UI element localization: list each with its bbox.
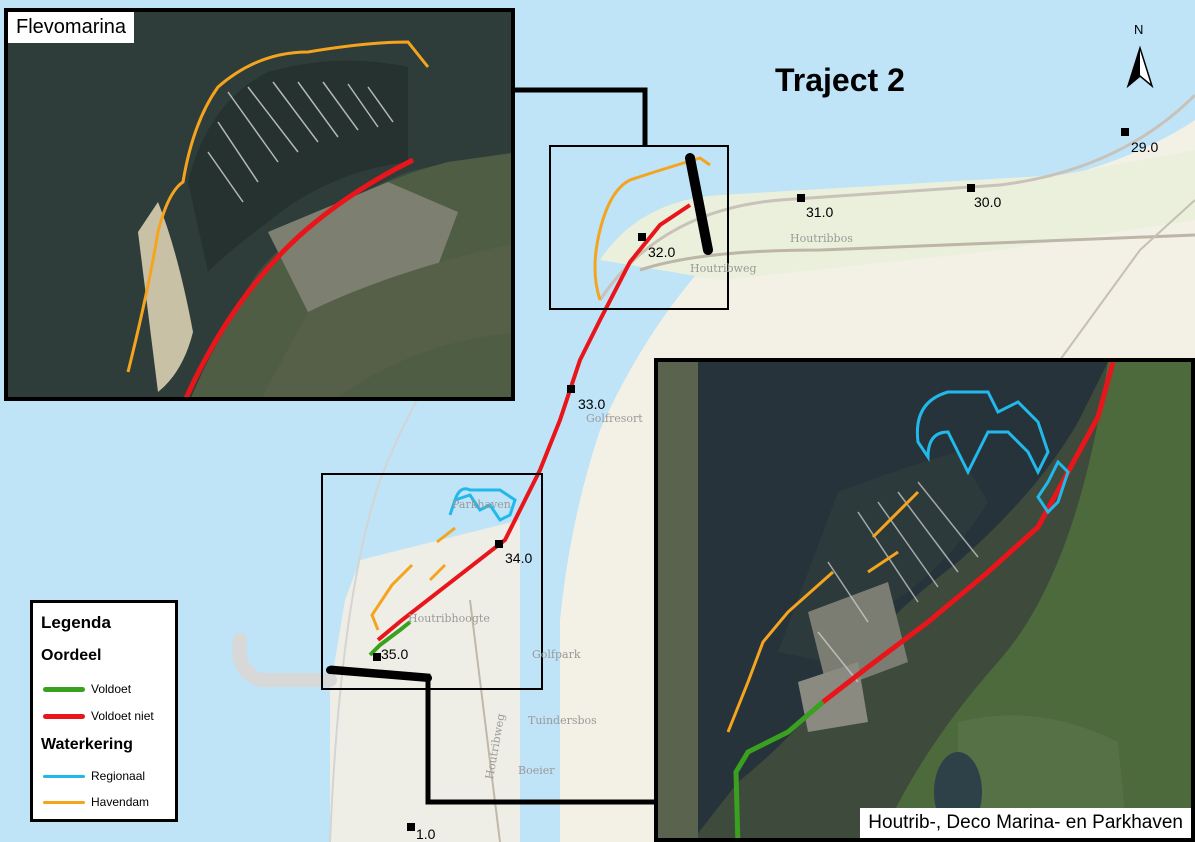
inset-flevomarina-image [8,12,511,397]
frame-flevomarina [549,145,729,310]
km-marker-32 [638,233,646,241]
place-houtribweg: Houtribweg [690,262,757,275]
north-label: N [1134,22,1144,37]
place-boeier: Boeier [518,764,555,777]
km-marker-33 [567,385,575,393]
place-golfpark: Golfpark [532,648,581,661]
legend-section-oordeel: Oordeel [41,647,102,664]
km-marker-34 [495,540,503,548]
frame-parkhaven [321,473,543,690]
flevomarina-dike [183,157,415,397]
parkhaven-dike-pass [733,700,825,838]
parkhaven-havendam-1 [726,570,834,733]
dike-voldoet [368,620,412,657]
parkhaven-regional-2 [1036,459,1070,515]
pier-west [232,633,337,687]
km-label-33: 33.0 [578,396,606,412]
legend-label-havendam: Havendam [91,795,150,809]
legend-label-regionaal: Regionaal [91,769,146,783]
parkhaven-havendam-2 [871,490,920,539]
km-marker-1 [407,823,415,831]
land-houtribbos [600,150,1195,280]
legend-title: Legenda [41,613,111,632]
road-dike [598,93,1195,301]
flevomarina-havendam [126,40,430,373]
havendam-south [370,563,414,631]
legend-label-voldoet: Voldoet [91,682,132,696]
km-label-35: 35.0 [381,646,409,662]
km-marker-35 [373,653,381,661]
parkhaven-havendam-3 [867,550,899,574]
km-marker-30 [967,184,975,192]
place-houtribbos: Houtribbos [790,232,853,245]
km-label-32: 32.0 [648,244,676,260]
inset-parkhaven-title: Houtrib-, Deco Marina- en Parkhaven [860,808,1191,838]
havendam-mid [436,526,456,544]
km-label-34: 34.0 [505,550,533,566]
km-label-31: 31.0 [806,204,834,220]
legend-section-waterkering: Waterkering [41,736,133,753]
km-label-30: 30.0 [974,194,1002,210]
legend: Legenda Oordeel Voldoet Voldoet niet Wat… [30,600,178,822]
boat-piers [207,81,394,203]
map-title: Traject 2 [775,62,905,98]
north-arrow-icon [1126,45,1154,89]
inset-flevomarina: Flevomarina [4,8,515,401]
legend-swatch-voldoet-niet [43,714,85,719]
havendam-mid2 [428,563,447,582]
legend-swatch-regionaal [43,775,85,778]
regional-parkhaven [448,487,517,522]
section-bar [685,153,713,255]
km-marker-29 [1121,128,1129,136]
section-bar-bottom [326,666,432,682]
road-east [1059,199,1195,361]
road-houtribweg [639,233,1195,272]
inset-parkhaven-image [658,362,1191,838]
place-houtribhoogte: Houtribhoogte [408,612,490,625]
km-label-29: 29.0 [1131,139,1159,155]
legend-label-voldoet-niet: Voldoet niet [91,709,154,723]
inset-parkhaven: Houtrib-, Deco Marina- en Parkhaven [654,358,1195,842]
parkhaven-regional [915,390,1050,476]
place-tuindersbos: Tuindersbos [528,714,597,727]
km-marker-31 [797,194,805,202]
legend-swatch-havendam [43,801,85,804]
legend-swatch-voldoet [43,687,85,692]
havendam-flevomarina [593,156,711,301]
connector-top [515,87,648,146]
parkhaven-dike-fail [821,362,1116,704]
km-label-1: 1.0 [416,826,436,842]
place-golfresort: Golfresort [586,412,643,425]
inset-flevomarina-title: Flevomarina [8,12,135,43]
place-parkhaven: Parkhaven [452,498,511,511]
